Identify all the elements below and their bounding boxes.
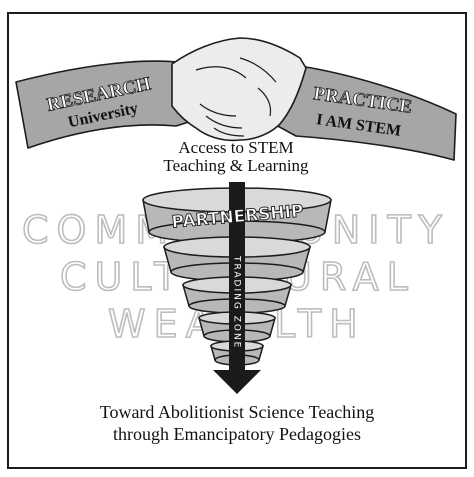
finger-lines (199, 57, 277, 137)
trading-zone-arrow: TRADING ZONE (213, 182, 261, 394)
trading-zone-label: TRADING ZONE (232, 255, 242, 349)
bottom-caption: Toward Abolitionist Science Teaching thr… (100, 402, 375, 444)
access-line-2: Teaching & Learning (163, 156, 309, 175)
arrow-head (213, 370, 261, 394)
clasped-hands (171, 37, 307, 142)
wealth-right-word: LTH (274, 302, 366, 346)
access-line-1: Access to STEM (178, 138, 293, 157)
arrow-shaft (229, 182, 245, 370)
bottom-caption-line-1: Toward Abolitionist Science Teaching (100, 402, 375, 422)
cultural-left-word: CULT (60, 255, 186, 299)
community-left-word: COMM (22, 208, 176, 252)
bottom-caption-line-2: through Emancipatory Pedagogies (113, 424, 361, 444)
access-caption: Access to STEM Teaching & Learning (163, 138, 309, 175)
handshake (15, 37, 457, 161)
thumb-line (195, 66, 247, 79)
funnel-ring-3 (182, 276, 292, 314)
